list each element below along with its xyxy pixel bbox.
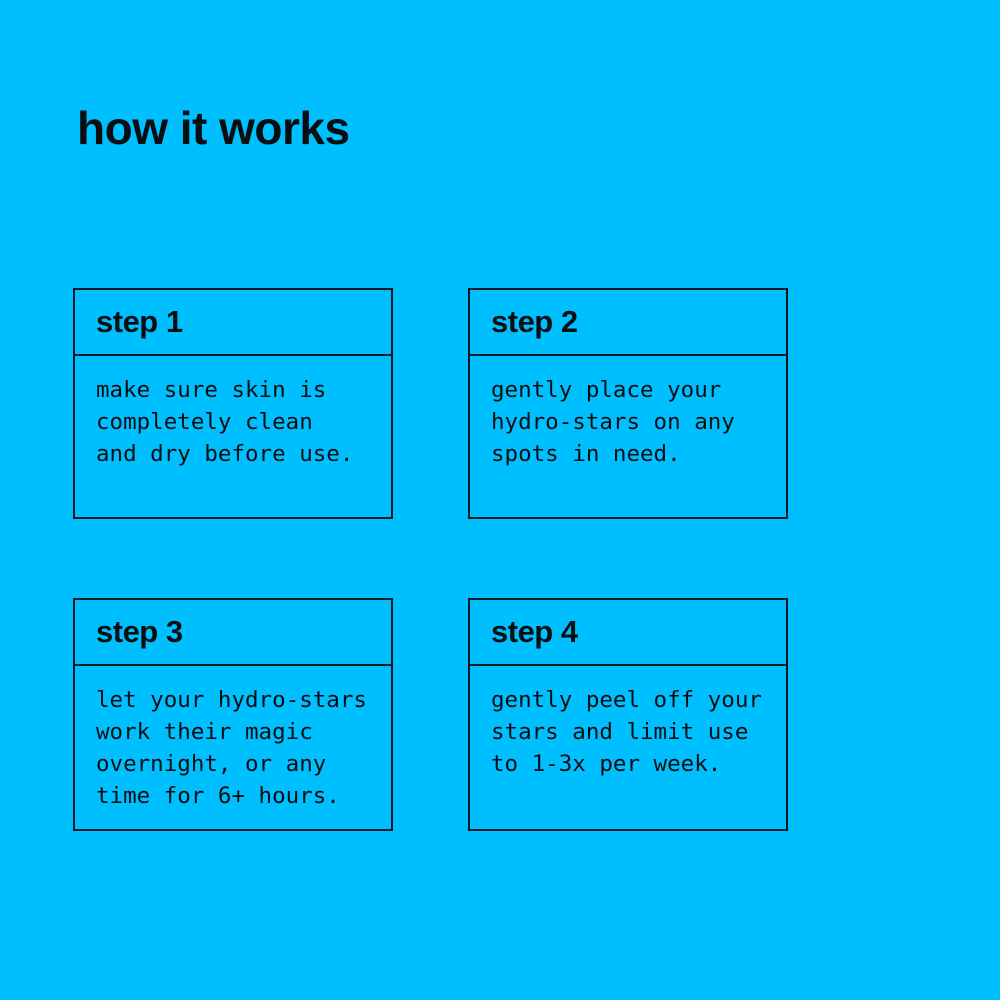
step-1-label: step 1: [96, 304, 183, 339]
step-card-4-header: step 4: [470, 600, 786, 666]
step-card-4: step 4 gently peel off your stars and li…: [468, 598, 788, 831]
step-card-3-header: step 3: [75, 600, 391, 666]
step-card-2-header: step 2: [470, 290, 786, 356]
step-card-1-header: step 1: [75, 290, 391, 356]
step-3-label: step 3: [96, 614, 183, 649]
step-4-label: step 4: [491, 614, 578, 649]
step-4-description: gently peel off your stars and limit use…: [491, 687, 762, 777]
step-card-3: step 3 let your hydro-stars work their m…: [73, 598, 393, 831]
step-1-description: make sure skin is completely clean and d…: [96, 377, 354, 467]
step-2-label: step 2: [491, 304, 578, 339]
page-title: how it works: [77, 102, 350, 154]
step-3-description: let your hydro-stars work their magic ov…: [96, 687, 367, 809]
step-2-description: gently place your hydro-stars on any spo…: [491, 377, 735, 467]
step-card-2: step 2 gently place your hydro-stars on …: [468, 288, 788, 519]
step-card-1: step 1 make sure skin is completely clea…: [73, 288, 393, 519]
